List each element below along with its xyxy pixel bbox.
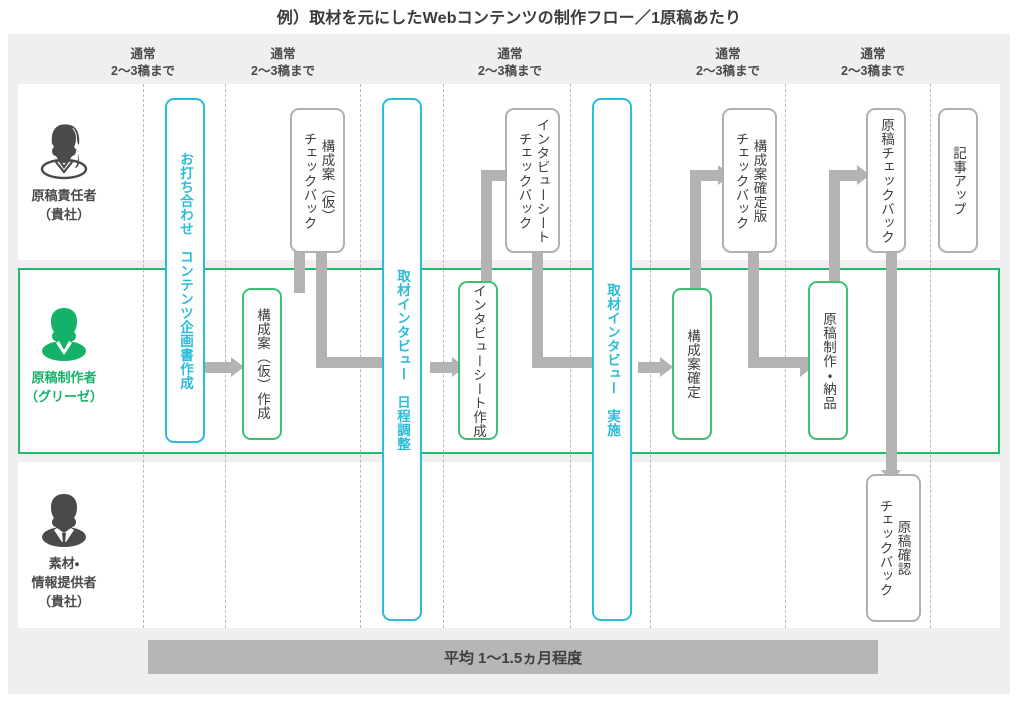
connector-outline-down-vertical	[316, 253, 327, 363]
column-divider-8	[930, 84, 931, 628]
box-manuscript-create[interactable]: 原稿制作・納品	[808, 281, 848, 440]
female-avatar-icon	[40, 124, 88, 180]
box-meeting-label: お打ち合わせ コンテンツ企画書作成	[178, 151, 193, 390]
connector-manuscript-down-vertical	[886, 253, 897, 475]
lane-label-producer-line1: 原稿制作者	[31, 370, 97, 385]
column-note-1-line1: 通常	[130, 47, 156, 61]
column-divider-6	[650, 84, 651, 628]
column-note-1: 通常 2〜3稿まで	[88, 46, 198, 80]
box-manuscript-create-label: 原稿制作・納品	[821, 311, 836, 410]
column-divider-2	[225, 84, 226, 628]
connector-final-up-vertical	[690, 170, 701, 295]
lane-label-provider-line3: （貴社）	[37, 594, 90, 609]
male-avatar-icon	[42, 494, 86, 547]
connector-outline-down-horizontal	[316, 357, 382, 368]
connector-final-down-horizontal	[748, 357, 813, 368]
box-interview-schedule-label: 取材インタビュー 日程調整	[395, 268, 410, 451]
box-sheet-create-label: インタビューシート作成	[471, 283, 486, 438]
box-sheet-checkback-label: インタビューシート チェックバック	[516, 117, 550, 244]
box-outline-checkback-label: 構成案（仮） チェックバック	[301, 131, 335, 230]
box-meeting[interactable]: お打ち合わせ コンテンツ企画書作成	[165, 98, 205, 443]
column-divider-5	[570, 84, 571, 628]
box-manuscript-confirm[interactable]: 原稿確認 チェックバック	[866, 474, 921, 622]
connector-sheet-up-horizontal	[481, 170, 513, 181]
box-outline-final-check[interactable]: 構成案確定版 チェックバック	[722, 108, 777, 253]
lane-label-owner-line2: （貴社）	[37, 207, 90, 222]
duration-bar: 平均 1〜1.5ヵ月程度	[148, 640, 878, 674]
connector-schedule-to-sheet	[430, 362, 458, 373]
lane-label-owner-line1: 原稿責任者	[31, 188, 97, 203]
column-note-5-line2: 2〜3稿まで	[841, 64, 905, 78]
connector-sheet-down-vertical	[532, 253, 543, 363]
column-note-5: 通常 2〜3稿まで	[818, 46, 928, 80]
connector-final-up-horizontal	[690, 170, 722, 181]
connector-final-down-vertical	[748, 253, 759, 363]
column-note-4-line2: 2〜3稿まで	[696, 64, 760, 78]
column-note-3-line1: 通常	[497, 47, 523, 61]
column-note-2-line2: 2〜3稿まで	[251, 64, 315, 78]
lane-label-provider-line2: 情報提供者	[31, 575, 97, 590]
lane-provider	[18, 462, 1000, 628]
lane-label-provider: 素材・ 情報提供者 （貴社）	[0, 486, 128, 611]
box-outline-final-check-label: 構成案確定版 チェックバック	[733, 131, 767, 230]
box-outline-checkback[interactable]: 構成案（仮） チェックバック	[290, 108, 345, 253]
connector-execute-to-final	[638, 362, 666, 373]
box-outline-draft[interactable]: 構成案（仮）作成	[242, 288, 282, 440]
lane-label-producer-line2: （グリーゼ）	[24, 389, 103, 404]
connector-sheet-up-vertical	[481, 170, 492, 295]
connector-sheet-down-horizontal	[532, 357, 592, 368]
column-note-4-line1: 通常	[715, 47, 741, 61]
box-interview-schedule[interactable]: 取材インタビュー 日程調整	[382, 98, 422, 621]
column-note-1-line2: 2〜3稿まで	[111, 64, 175, 78]
lane-label-producer: 原稿制作者 （グリーゼ）	[0, 300, 128, 406]
box-manuscript-checkback[interactable]: 原稿チェックバック	[866, 108, 906, 253]
female-avatar-green-icon	[42, 308, 86, 361]
lane-label-owner: 原稿責任者 （貴社）	[0, 118, 128, 224]
box-sheet-checkback[interactable]: インタビューシート チェックバック	[505, 108, 560, 253]
box-article-upload-label: 記事アップ	[951, 145, 966, 216]
connector-execute-to-final-arrowhead	[660, 357, 673, 377]
connector-manuscript-up-vertical	[829, 170, 840, 295]
column-note-2-line1: 通常	[270, 47, 296, 61]
box-interview-execute-label: 取材インタビュー 実施	[605, 282, 620, 437]
column-note-4: 通常 2〜3稿まで	[673, 46, 783, 80]
box-article-upload[interactable]: 記事アップ	[938, 108, 978, 253]
box-outline-draft-label: 構成案（仮）作成	[255, 308, 270, 420]
box-manuscript-checkback-label: 原稿チェックバック	[879, 117, 894, 244]
page-title: 例）取材を元にしたWebコンテンツの制作フロー／1原稿あたり	[276, 10, 742, 27]
column-divider-1	[143, 84, 144, 628]
column-divider-7	[785, 84, 786, 628]
box-manuscript-confirm-label: 原稿確認 チェックバック	[877, 499, 911, 597]
connector-manuscript-up-horizontal	[829, 170, 861, 181]
box-outline-final[interactable]: 構成案確定	[672, 288, 712, 440]
column-note-3: 通常 2〜3稿まで	[455, 46, 565, 80]
column-divider-4	[443, 84, 444, 628]
column-note-5-line1: 通常	[860, 47, 886, 61]
column-note-3-line2: 2〜3稿まで	[478, 64, 542, 78]
box-outline-final-label: 構成案確定	[685, 329, 700, 399]
connector-meeting-to-outline-arrowhead	[231, 357, 244, 377]
column-note-2: 通常 2〜3稿まで	[228, 46, 338, 80]
column-divider-3	[360, 84, 361, 628]
connector-meeting-to-outline	[205, 362, 235, 373]
lane-label-provider-line1: 素材・	[48, 556, 80, 571]
box-sheet-create[interactable]: インタビューシート作成	[458, 281, 498, 440]
box-interview-execute[interactable]: 取材インタビュー 実施	[592, 98, 632, 621]
